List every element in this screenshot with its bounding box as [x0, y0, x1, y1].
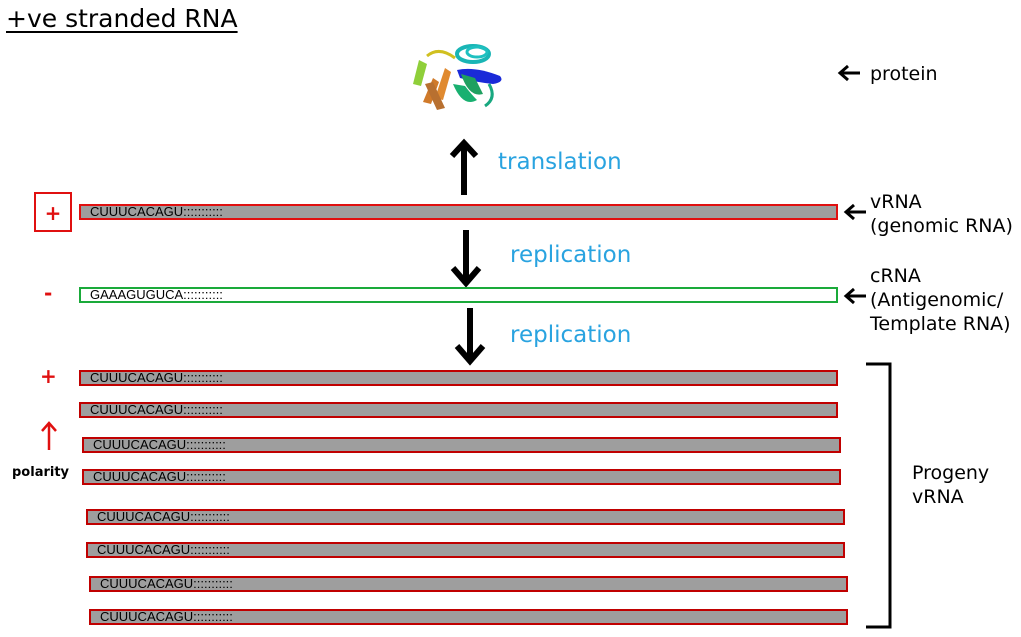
plus-sign-box: +: [34, 192, 72, 232]
left-arrow-icon: [843, 287, 866, 305]
left-arrow-icon: [837, 64, 860, 82]
progeny-sequence: CUUUCACAGU:::::::::::: [100, 576, 233, 591]
crna-label-line: Template RNA): [870, 313, 1011, 335]
progeny-label: Progeny vRNA: [912, 461, 989, 509]
progeny-sequence: CUUUCACAGU:::::::::::: [90, 402, 223, 417]
crna-label-line: cRNA: [870, 265, 921, 287]
antigenomic-rna-strand: GAAAGUGUCA:::::::::::: [79, 287, 838, 303]
up-arrow-icon: [449, 138, 479, 195]
crna-label: cRNA (Antigenomic/ Template RNA): [870, 264, 1011, 336]
progeny-strand: CUUUCACAGU:::::::::::: [86, 542, 845, 558]
progeny-label-line: Progeny: [912, 462, 990, 484]
vrna-label-line: (genomic RNA): [870, 215, 1013, 237]
crna-label-line: (Antigenomic/: [870, 289, 1004, 311]
plus-sign: +: [44, 201, 62, 225]
vrna-label: vRNA (genomic RNA): [870, 190, 1013, 238]
minus-sign: -: [44, 281, 53, 305]
translation-label: translation: [498, 149, 622, 175]
progeny-strand: CUUUCACAGU:::::::::::: [79, 370, 838, 386]
progeny-strand: CUUUCACAGU:::::::::::: [82, 437, 841, 453]
vrna-label-line: vRNA: [870, 191, 922, 213]
progeny-sequence: CUUUCACAGU:::::::::::: [93, 469, 226, 484]
genomic-sequence: CUUUCACAGU:::::::::::: [90, 204, 223, 219]
progeny-sequence: CUUUCACAGU:::::::::::: [97, 509, 230, 524]
protein-structure-icon: [413, 44, 502, 110]
replication-label-2: replication: [510, 322, 632, 348]
down-arrow-icon: [450, 230, 482, 288]
progeny-sequence: CUUUCACAGU:::::::::::: [97, 542, 230, 557]
progeny-label-line: vRNA: [912, 486, 964, 508]
replication-label-1: replication: [510, 242, 632, 268]
left-arrow-icon: [843, 203, 866, 221]
genomic-rna-strand: CUUUCACAGU:::::::::::: [79, 204, 838, 220]
polarity-label: polarity: [12, 465, 70, 480]
progeny-strand: CUUUCACAGU:::::::::::: [89, 609, 848, 625]
progeny-strand: CUUUCACAGU:::::::::::: [79, 402, 838, 418]
progeny-strand: CUUUCACAGU:::::::::::: [86, 509, 845, 525]
progeny-strand: CUUUCACAGU:::::::::::: [82, 469, 841, 485]
antigenomic-sequence: GAAAGUGUCA:::::::::::: [90, 287, 223, 302]
diagram-title: +ve stranded RNA: [6, 4, 238, 33]
progeny-strand: CUUUCACAGU:::::::::::: [89, 576, 848, 592]
polarity-arrow-icon: [41, 421, 57, 450]
progeny-sequence: CUUUCACAGU:::::::::::: [90, 370, 223, 385]
progeny-sequence: CUUUCACAGU:::::::::::: [93, 437, 226, 452]
progeny-sequence: CUUUCACAGU:::::::::::: [100, 609, 233, 624]
progeny-plus-sign: +: [40, 364, 57, 388]
down-arrow-icon: [454, 308, 486, 366]
protein-label: protein: [870, 63, 938, 85]
progeny-bracket-icon: [866, 362, 892, 629]
